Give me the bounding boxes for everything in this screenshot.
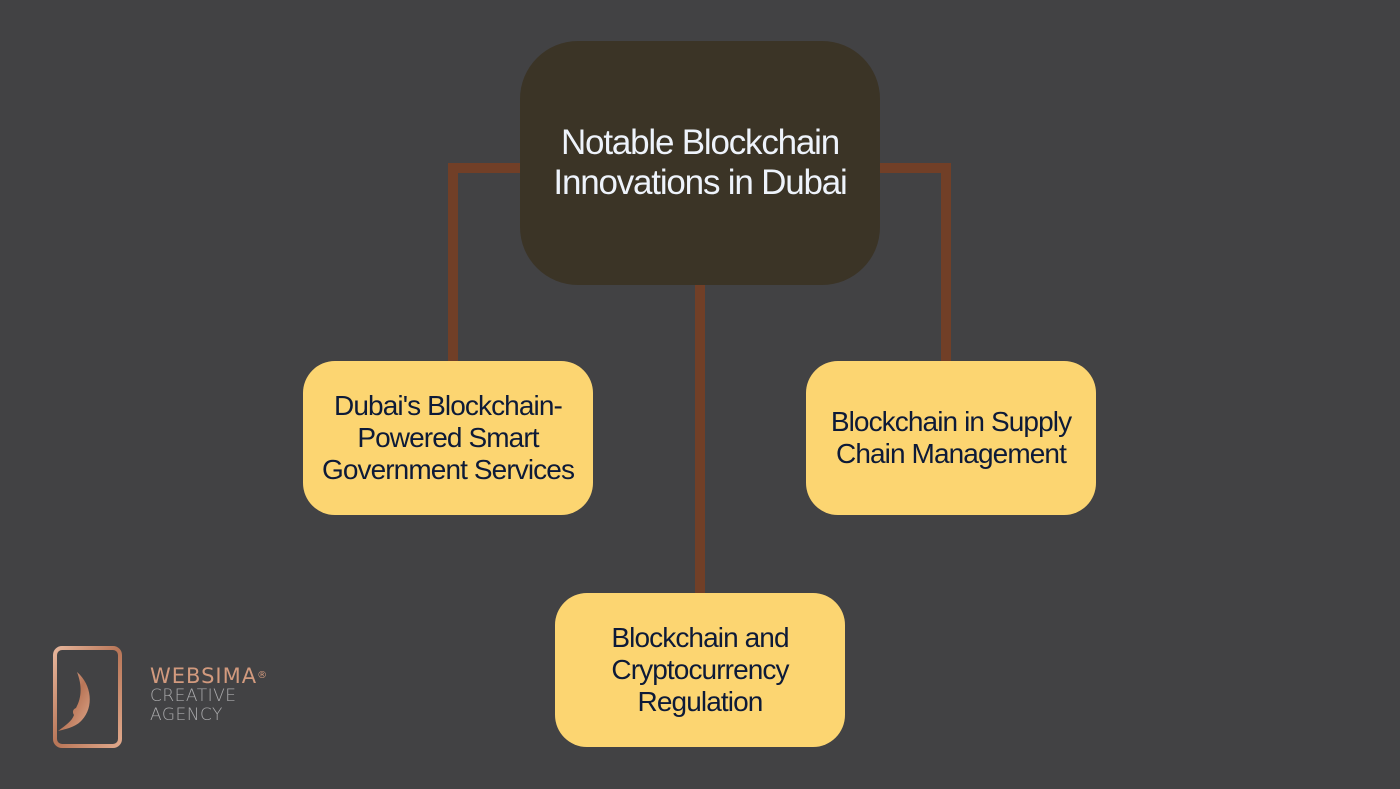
root-node-label: Notable Blockchain Innovations in Dubai — [553, 123, 847, 202]
logo-line-creative: CREATIVE — [150, 686, 237, 706]
child-node-smart-government: Dubai's Blockchain-Powered Smart Governm… — [303, 361, 593, 515]
connector-root-to-right-vertical — [941, 163, 951, 361]
child-node-regulation: Blockchain and Cryptocurrency Regulation — [555, 593, 845, 747]
connector-root-to-bottom-vertical — [695, 285, 705, 593]
connector-root-to-left-vertical — [448, 163, 458, 361]
logo-line-agency: AGENCY — [150, 705, 223, 725]
connector-root-to-right-horizontal — [880, 163, 951, 173]
connector-root-to-left-horizontal — [448, 163, 520, 173]
child-node-label: Blockchain in Supply Chain Management — [830, 406, 1072, 469]
child-node-supply-chain: Blockchain in Supply Chain Management — [806, 361, 1096, 515]
root-node: Notable Blockchain Innovations in Dubai — [520, 41, 880, 285]
child-node-label: Blockchain and Cryptocurrency Regulation — [611, 622, 789, 717]
logo-brand: WEBSIMA® — [150, 665, 268, 687]
child-node-label: Dubai's Blockchain-Powered Smart Governm… — [321, 390, 575, 485]
logo-text: WEBSIMA® CREATIVE AGENCY — [150, 665, 268, 725]
registered-mark: ® — [257, 670, 269, 681]
websima-face-frame-icon — [53, 646, 122, 748]
logo-brand-text: WEBSIMA — [150, 664, 258, 688]
websima-logo: WEBSIMA® CREATIVE AGENCY — [52, 645, 312, 750]
